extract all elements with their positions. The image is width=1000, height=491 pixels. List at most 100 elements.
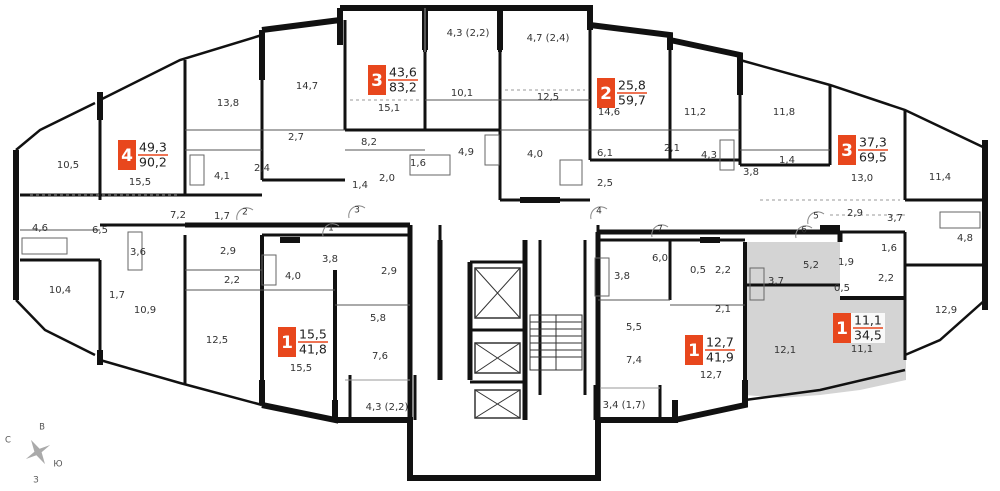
rooms-count: 3 — [841, 141, 853, 161]
compass-east: В — [39, 423, 45, 433]
apartment-badge[interactable]: 3 43,683,2 — [368, 65, 420, 96]
room-area-label: 11,4 — [929, 172, 951, 183]
room-area-label: 3,7 — [887, 213, 903, 224]
room-area-label: 2,5 — [597, 178, 613, 189]
door-swing-icon — [236, 207, 254, 221]
room-area-label: 14,7 — [296, 81, 318, 92]
rooms-count: 1 — [281, 333, 293, 353]
room-area-label: 12,5 — [537, 92, 559, 103]
room-area-label: 11,1 — [851, 344, 873, 355]
room-area-label: 4,6 — [32, 223, 48, 234]
apartment-badge[interactable]: 2 25,859,7 — [597, 78, 649, 109]
living-area: 11,1 — [854, 313, 882, 328]
room-area-label: 4,3 (2,2) — [366, 402, 409, 413]
total-area: 41,9 — [706, 350, 734, 365]
room-area-label: 7,4 — [626, 355, 642, 366]
door-number: 4 — [596, 207, 602, 217]
total-area: 34,5 — [854, 328, 882, 343]
elevator-shafts — [474, 267, 521, 419]
door-swing-icon — [651, 224, 669, 238]
room-area-label: 1,6 — [881, 243, 897, 254]
room-area-label: 6,0 — [652, 253, 668, 264]
rooms-count-box — [118, 140, 136, 170]
room-area-label: 1,6 — [410, 158, 426, 169]
compass-arrow-icon — [25, 439, 51, 465]
compass-south: Ю — [53, 460, 62, 470]
room-area-label: 2,1 — [664, 143, 680, 154]
room-area-label: 12,5 — [206, 335, 228, 346]
room-area-label: 12,7 — [700, 370, 722, 381]
room-area-label: 8,2 — [361, 137, 377, 148]
apartment-badge[interactable]: 3 37,369,5 — [838, 135, 890, 166]
room-area-label: 4,0 — [527, 149, 543, 160]
thin-partitions — [20, 8, 981, 389]
total-area: 69,5 — [859, 150, 887, 165]
room-area-label: 2,0 — [379, 173, 395, 184]
total-area: 59,7 — [618, 93, 646, 108]
rooms-count-box — [278, 327, 296, 357]
room-area-label: 13,0 — [851, 173, 873, 184]
apartment-badge[interactable]: 1 15,541,8 — [278, 327, 330, 358]
total-area: 90,2 — [139, 155, 167, 170]
door-number: 6 — [801, 226, 807, 236]
room-area-label: 11,8 — [773, 107, 795, 118]
room-area-label: 7,2 — [170, 210, 186, 221]
room-area-label: 3,7 — [768, 276, 784, 287]
room-area-label: 15,5 — [290, 363, 312, 374]
room-area-label: 2,2 — [878, 273, 894, 284]
room-area-label: 7,6 — [372, 351, 388, 362]
room-area-label: 2,7 — [288, 132, 304, 143]
room-area-label: 1,7 — [109, 290, 125, 301]
room-area-label: 1,4 — [779, 155, 795, 166]
room-area-label: 4,3 — [701, 150, 717, 161]
room-area-label: 15,1 — [378, 103, 400, 114]
door-swing-icon — [322, 223, 340, 237]
door-swing-icon — [807, 211, 825, 225]
living-area: 15,5 — [299, 327, 327, 342]
door-number: 3 — [354, 206, 360, 216]
total-area: 41,8 — [299, 342, 327, 357]
room-area-label: 4,9 — [458, 147, 474, 158]
rooms-count-box — [685, 335, 703, 365]
room-area-label: 6,1 — [597, 148, 613, 159]
room-area-label: 3,4 (1,7) — [603, 400, 646, 411]
rooms-count: 3 — [371, 71, 383, 91]
door-number: 5 — [813, 212, 819, 222]
door-number: 2 — [242, 208, 248, 218]
room-area-label: 1,9 — [838, 257, 854, 268]
room-area-label: 4,1 — [214, 171, 230, 182]
room-area-label: 11,2 — [684, 107, 706, 118]
room-area-label: 3,8 — [322, 254, 338, 265]
rooms-count: 1 — [688, 341, 700, 361]
door-number: 1 — [328, 224, 334, 234]
door-swing-icon — [795, 225, 813, 239]
room-area-label: 10,4 — [49, 285, 71, 296]
compass: С В Ю З — [5, 423, 63, 486]
room-area-label: 5,8 — [370, 313, 386, 324]
door-swing-icon — [348, 205, 366, 219]
room-area-label: 10,5 — [57, 160, 79, 171]
room-area-label: 5,2 — [803, 260, 819, 271]
room-area-label: 12,9 — [935, 305, 957, 316]
living-area: 37,3 — [859, 135, 887, 150]
room-area-label: 10,1 — [451, 88, 473, 99]
rooms-count-box — [838, 135, 856, 165]
room-area-label: 1,7 — [214, 211, 230, 222]
compass-west: З — [33, 476, 38, 486]
living-area: 25,8 — [618, 78, 646, 93]
door-number: 7 — [657, 225, 663, 235]
rooms-count: 4 — [121, 146, 133, 166]
total-area: 83,2 — [389, 80, 417, 95]
room-area-label: 5,5 — [626, 322, 642, 333]
room-area-label: 1,4 — [352, 180, 368, 191]
room-area-label: 3,8 — [614, 271, 630, 282]
room-area-label: 4,0 — [285, 271, 301, 282]
living-area: 43,6 — [389, 65, 417, 80]
rooms-count: 2 — [600, 84, 612, 104]
